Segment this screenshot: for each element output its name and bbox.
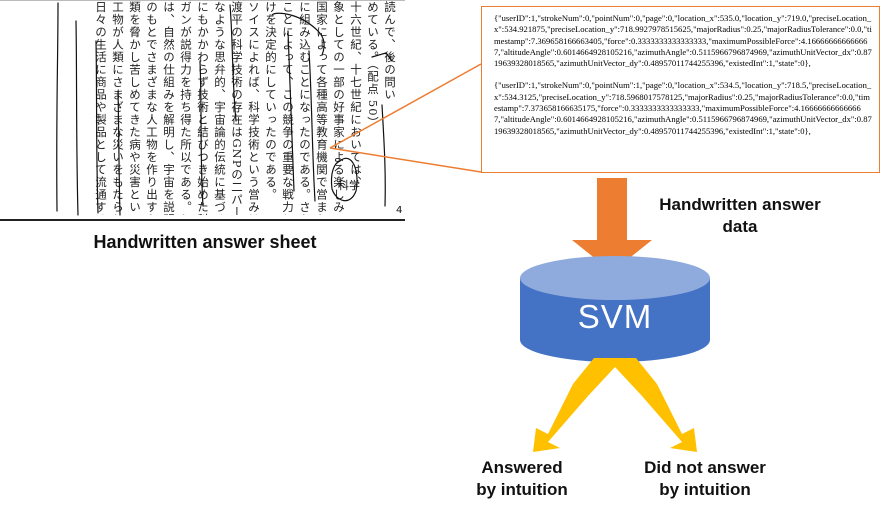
handwritten-underline-stroke (75, 20, 79, 216)
sheet-text-column: 象としての一部の好事家による楽しみの側面が強 (332, 1, 346, 215)
sheet-text-column: にもかかわらず技術と結びつき始めた科学・技術は (196, 1, 210, 215)
outcome-answered-line1: Answered (481, 458, 563, 477)
split-arrow-junction (573, 358, 657, 396)
callout-line-lower (329, 147, 482, 173)
handwritten-answer-sheet-image: 読んで、後の問いめている。（配点 50）十六世紀、十七世紀においては、象としての… (0, 0, 405, 221)
handwriting-data-caption-line1: Handwritten answer (659, 195, 821, 214)
sheet-text-column: ソイスによれば、科学技術という営みは十七世紀以 (247, 1, 261, 215)
arrow-to-not-answered (642, 384, 697, 452)
outcome-not-answered-line1: Did not answer (644, 458, 766, 477)
handwritten-word-kagaku: 科学 (338, 178, 360, 192)
handwritten-underline-stroke (271, 12, 325, 56)
data-record: {"userID":1,"strokeNum":0,"pointNum":0,"… (494, 13, 872, 69)
svm-cylinder-body (520, 278, 710, 362)
handwritten-digit: 4 (396, 205, 402, 216)
sheet-text-column: 国家によって各種高等教育機関で営まれる知識生産 (315, 1, 329, 215)
outcome-not-answered-by-intuition: Did not answer by intuition (620, 457, 790, 501)
sheet-text-column: に組み込むことになったのである。さらに二十世紀 (298, 1, 312, 215)
data-to-svm-arrow (572, 178, 652, 272)
answer-sheet-caption: Handwritten answer sheet (93, 232, 317, 252)
handwritten-underline-stroke (308, 50, 316, 202)
handwriting-data-caption: Handwritten answer data (625, 194, 855, 238)
sheet-text-column: は、自然の仕組みを解明し、宇宙を説明するという (162, 1, 176, 215)
handwritten-underline-stroke (56, 2, 59, 212)
callout-line-upper (329, 63, 482, 149)
handwritten-underline-stroke (287, 30, 295, 192)
outcome-answered-by-intuition: Answered by intuition (437, 457, 607, 501)
handwriting-data-callout: {"userID":1,"strokeNum":0,"pointNum":0,"… (481, 6, 880, 173)
svm-label: SVM (577, 298, 653, 335)
handwritten-underline-stroke (381, 104, 386, 207)
sheet-text-column: 読んで、後の問い (383, 1, 397, 101)
handwritten-tick-stroke (371, 52, 393, 62)
handwriting-data-caption-line2: data (722, 217, 758, 236)
outcome-answered-line2: by intuition (476, 480, 568, 499)
handwriting-strokes: 科学 4 (56, 2, 402, 216)
sheet-text-column: ガンが説得力を持ち得た所以である。しかし二十世 (179, 1, 193, 215)
data-record: {"userID":1,"strokeNum":0,"pointNum":1,"… (494, 80, 872, 136)
sheet-text-column: ことによって、この競争の重要な戦力としての力を (281, 1, 295, 215)
handwritten-underline-stroke (117, 90, 121, 216)
sheet-text-column: 十六世紀、十七世紀においては、 (349, 1, 363, 189)
sheet-text-column: なような思弁的、宇宙論的伝統に基づく自然哲学 (213, 1, 227, 215)
sheet-text-column: 渡平の科学技術の存在はGNPの二パーセント強の (230, 1, 244, 215)
sheet-text-column: 類を脅かし苦しめてきた病や災害といった自然の脅 (128, 1, 142, 215)
handwritten-underline-stroke (229, 4, 237, 122)
sheet-text-column: のもとでさまざまな人工物を作り出すなど、自然に (145, 1, 159, 215)
handwritten-underline-stroke (199, 60, 204, 207)
answer-sheet-printed-text: 読んで、後の問いめている。（配点 50）十六世紀、十七世紀においては、象としての… (6, 1, 398, 215)
arrow-to-answered (533, 384, 588, 452)
handwritten-circle-stroke (330, 157, 358, 202)
sheet-text-column: けを決定的にしていったのである。 (264, 1, 278, 201)
handwritten-underline-stroke (95, 40, 99, 214)
svm-cylinder-top (520, 256, 710, 300)
outcome-not-answered-line2: by intuition (659, 480, 751, 499)
